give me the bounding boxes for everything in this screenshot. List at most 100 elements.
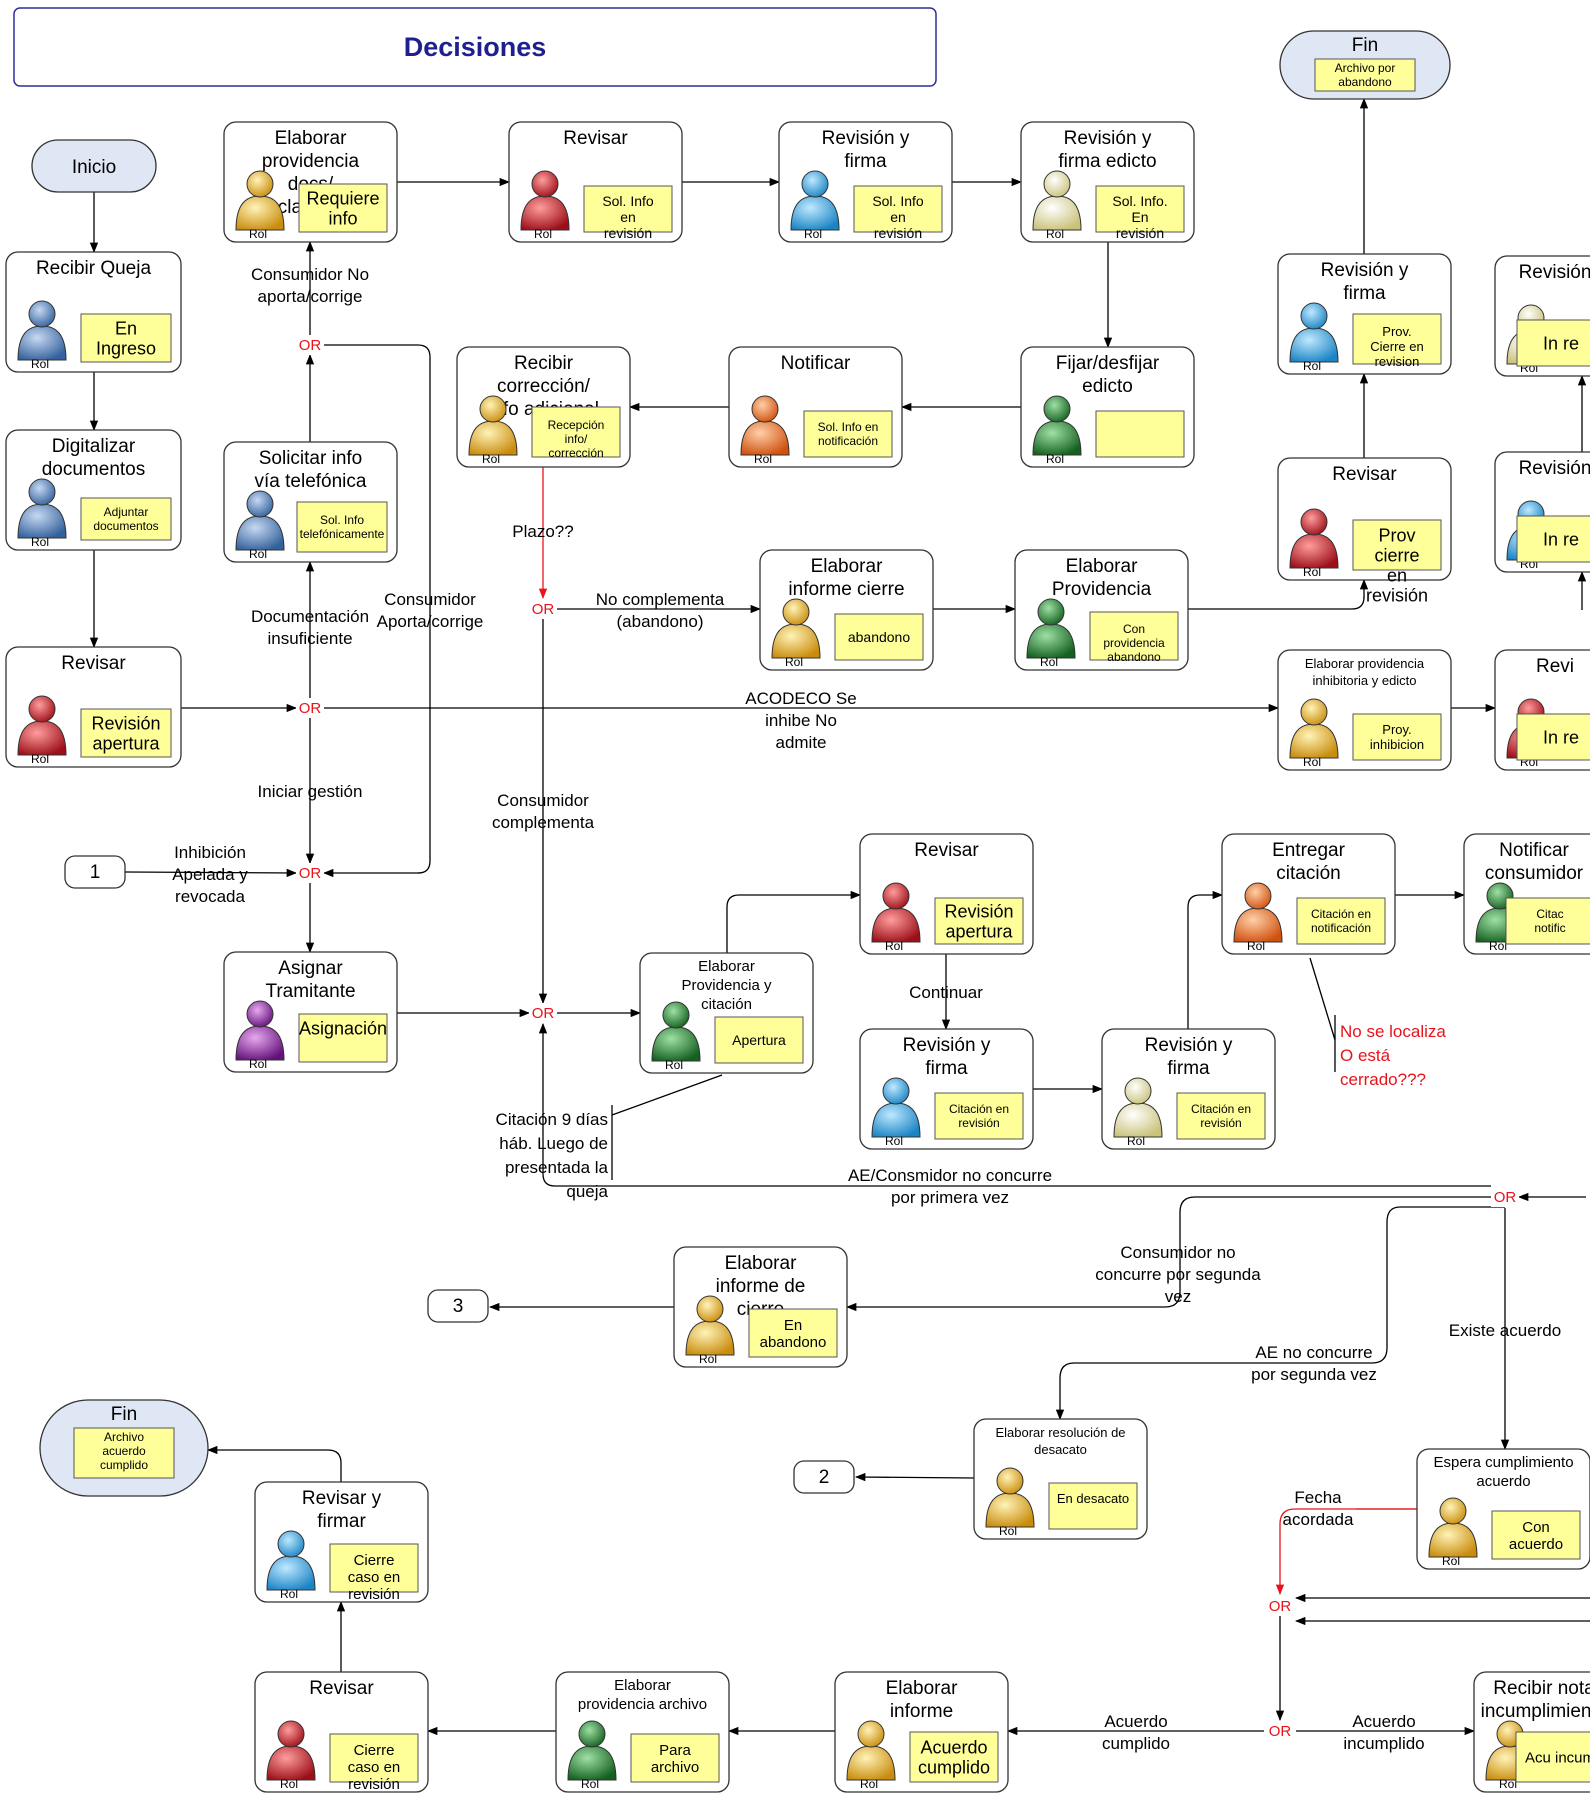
rol-label: Rol: [1127, 1134, 1145, 1148]
rol-label: Rol: [1046, 452, 1064, 466]
state-label: Apertura: [732, 1032, 786, 1048]
or-gateway: OR: [299, 865, 322, 882]
rol-person-icon: [985, 1467, 1035, 1528]
state-box: [296, 501, 388, 553]
task-title: Revi: [1536, 656, 1574, 677]
rol-label: Rol: [1040, 655, 1058, 669]
rol-person-icon: [1026, 598, 1076, 659]
flow-line: [1188, 596, 1365, 610]
rol-label: Rol: [249, 227, 267, 241]
diagram-title-box: Decisiones: [13, 7, 937, 87]
state-label: In re: [1543, 529, 1579, 549]
rol-person-icon: [17, 695, 67, 756]
rol-person-icon: [771, 598, 821, 659]
rol-person-icon: [1289, 698, 1339, 759]
state-box: [853, 185, 943, 233]
rol-label: Rol: [249, 1057, 267, 1071]
rol-person-icon: [790, 170, 840, 231]
rol-label: Rol: [280, 1587, 298, 1601]
rol-person-icon: [468, 395, 518, 456]
or-gateway: OR: [1269, 1723, 1292, 1740]
state-box: [748, 1308, 838, 1358]
rol-person-icon: [1289, 302, 1339, 363]
state-box: [630, 1733, 720, 1783]
state-box: [80, 497, 172, 541]
state-box: [80, 708, 172, 758]
or-gateway: OR: [299, 337, 322, 354]
state-label: Asignación: [299, 1018, 387, 1038]
or-gateway: OR: [532, 601, 555, 618]
state-box: [1505, 897, 1590, 945]
rol-person-icon: [1032, 170, 1082, 231]
rol-person-icon: [1032, 395, 1082, 456]
task-title: Revisión: [1519, 458, 1590, 479]
rol-person-icon: [266, 1530, 316, 1591]
rol-person-icon: [17, 478, 67, 539]
rol-person-icon: [871, 882, 921, 943]
state-box: [531, 406, 621, 458]
state-box: [1516, 713, 1590, 761]
state-box: [1089, 611, 1179, 661]
state-label: Proy.inhibicion: [1370, 722, 1424, 752]
edge-label: Existe acuerdo: [1449, 1321, 1561, 1340]
rol-person-icon: [651, 1001, 701, 1062]
rol-label: Rol: [1046, 227, 1064, 241]
state-box: [909, 1731, 999, 1783]
rol-label: Rol: [999, 1524, 1017, 1538]
rol-person-icon: [520, 170, 570, 231]
rol-label: Rol: [581, 1777, 599, 1791]
rol-person-icon: [266, 1720, 316, 1781]
connector-c1: 1: [64, 855, 126, 889]
rol-person-icon: [1289, 508, 1339, 569]
task-title: Recibir Queja: [36, 258, 152, 279]
terminal-inicio: Inicio: [31, 139, 157, 193]
edge-label: Continuar: [909, 983, 983, 1002]
edge-label: No complementa(abandono): [596, 590, 725, 631]
task-title: Revisar: [563, 128, 628, 149]
flow-line: [1164, 1196, 1491, 1308]
rol-person-icon: [1233, 882, 1283, 943]
rol-label: Rol: [699, 1352, 717, 1366]
state-box: [1491, 1510, 1581, 1560]
